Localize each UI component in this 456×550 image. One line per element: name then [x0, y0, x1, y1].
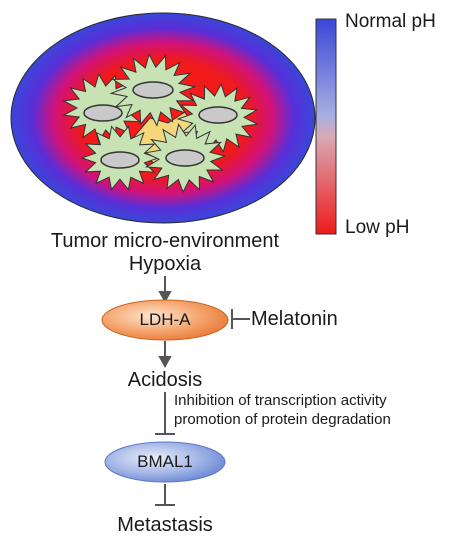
- ldha-label: LDH-A: [139, 310, 191, 329]
- ldha-node: [101, 299, 229, 341]
- cell-nucleus: [165, 149, 205, 167]
- legend-low-ph-label: Low pH: [345, 217, 410, 238]
- cell-nucleus: [83, 104, 123, 122]
- cell-nucleus: [100, 151, 140, 169]
- arrowhead-acidosis: [158, 356, 172, 369]
- bmal1-node: [104, 441, 226, 483]
- arrows: [155, 276, 250, 506]
- cell-nucleus: [198, 106, 238, 124]
- annotation-degradation-label: promotion of protein degradation: [174, 411, 391, 428]
- acidosis-label: Acidosis: [127, 369, 203, 391]
- tumor-microenvironment-label: Tumor micro-environment: [50, 230, 280, 252]
- hypoxia-label: Hypoxia: [128, 253, 202, 275]
- cell-nucleus: [132, 81, 174, 99]
- bmal1-label: BMAL1: [137, 452, 193, 471]
- melatonin-label: Melatonin: [251, 308, 338, 330]
- tumor-cells: [62, 53, 259, 194]
- arrowhead-ldha: [158, 291, 172, 304]
- metastasis-label: Metastasis: [117, 514, 213, 536]
- tumor-microenvironment-ellipse: [10, 12, 316, 224]
- ph-gradient-bar: [315, 18, 337, 235]
- legend-normal-ph-label: Normal pH: [345, 11, 436, 32]
- annotation-inhibition-label: Inhibition of transcription activity: [174, 392, 387, 409]
